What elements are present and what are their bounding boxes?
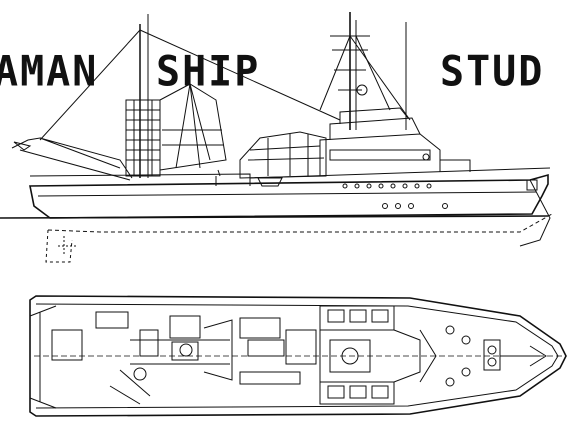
superstructure — [319, 107, 441, 176]
bow-marking — [526, 179, 538, 191]
waterline — [0, 215, 549, 219]
title-word-1: AMAN — [0, 47, 99, 97]
lifeboat — [257, 177, 283, 187]
aft-crane — [11, 137, 133, 181]
title-word-3: STUD — [440, 47, 545, 97]
hull-outline — [29, 173, 549, 219]
deckhouse-plan — [319, 305, 421, 405]
deck-machinery — [169, 315, 317, 385]
deck-plan-view — [29, 295, 567, 417]
aft-deckhouse — [239, 131, 327, 179]
rudder — [45, 229, 73, 263]
aft-mast — [39, 14, 341, 178]
stern-ramp — [29, 305, 57, 409]
side-elevation-view — [0, 12, 553, 263]
bow — [519, 179, 551, 247]
hull-underwater — [47, 213, 553, 233]
trawl-derrick — [159, 83, 227, 171]
title-word-2: SHIP — [156, 47, 261, 97]
portholes — [342, 183, 448, 209]
foredeck — [419, 325, 547, 387]
deck-outline — [29, 295, 567, 417]
main-mast — [319, 12, 411, 130]
